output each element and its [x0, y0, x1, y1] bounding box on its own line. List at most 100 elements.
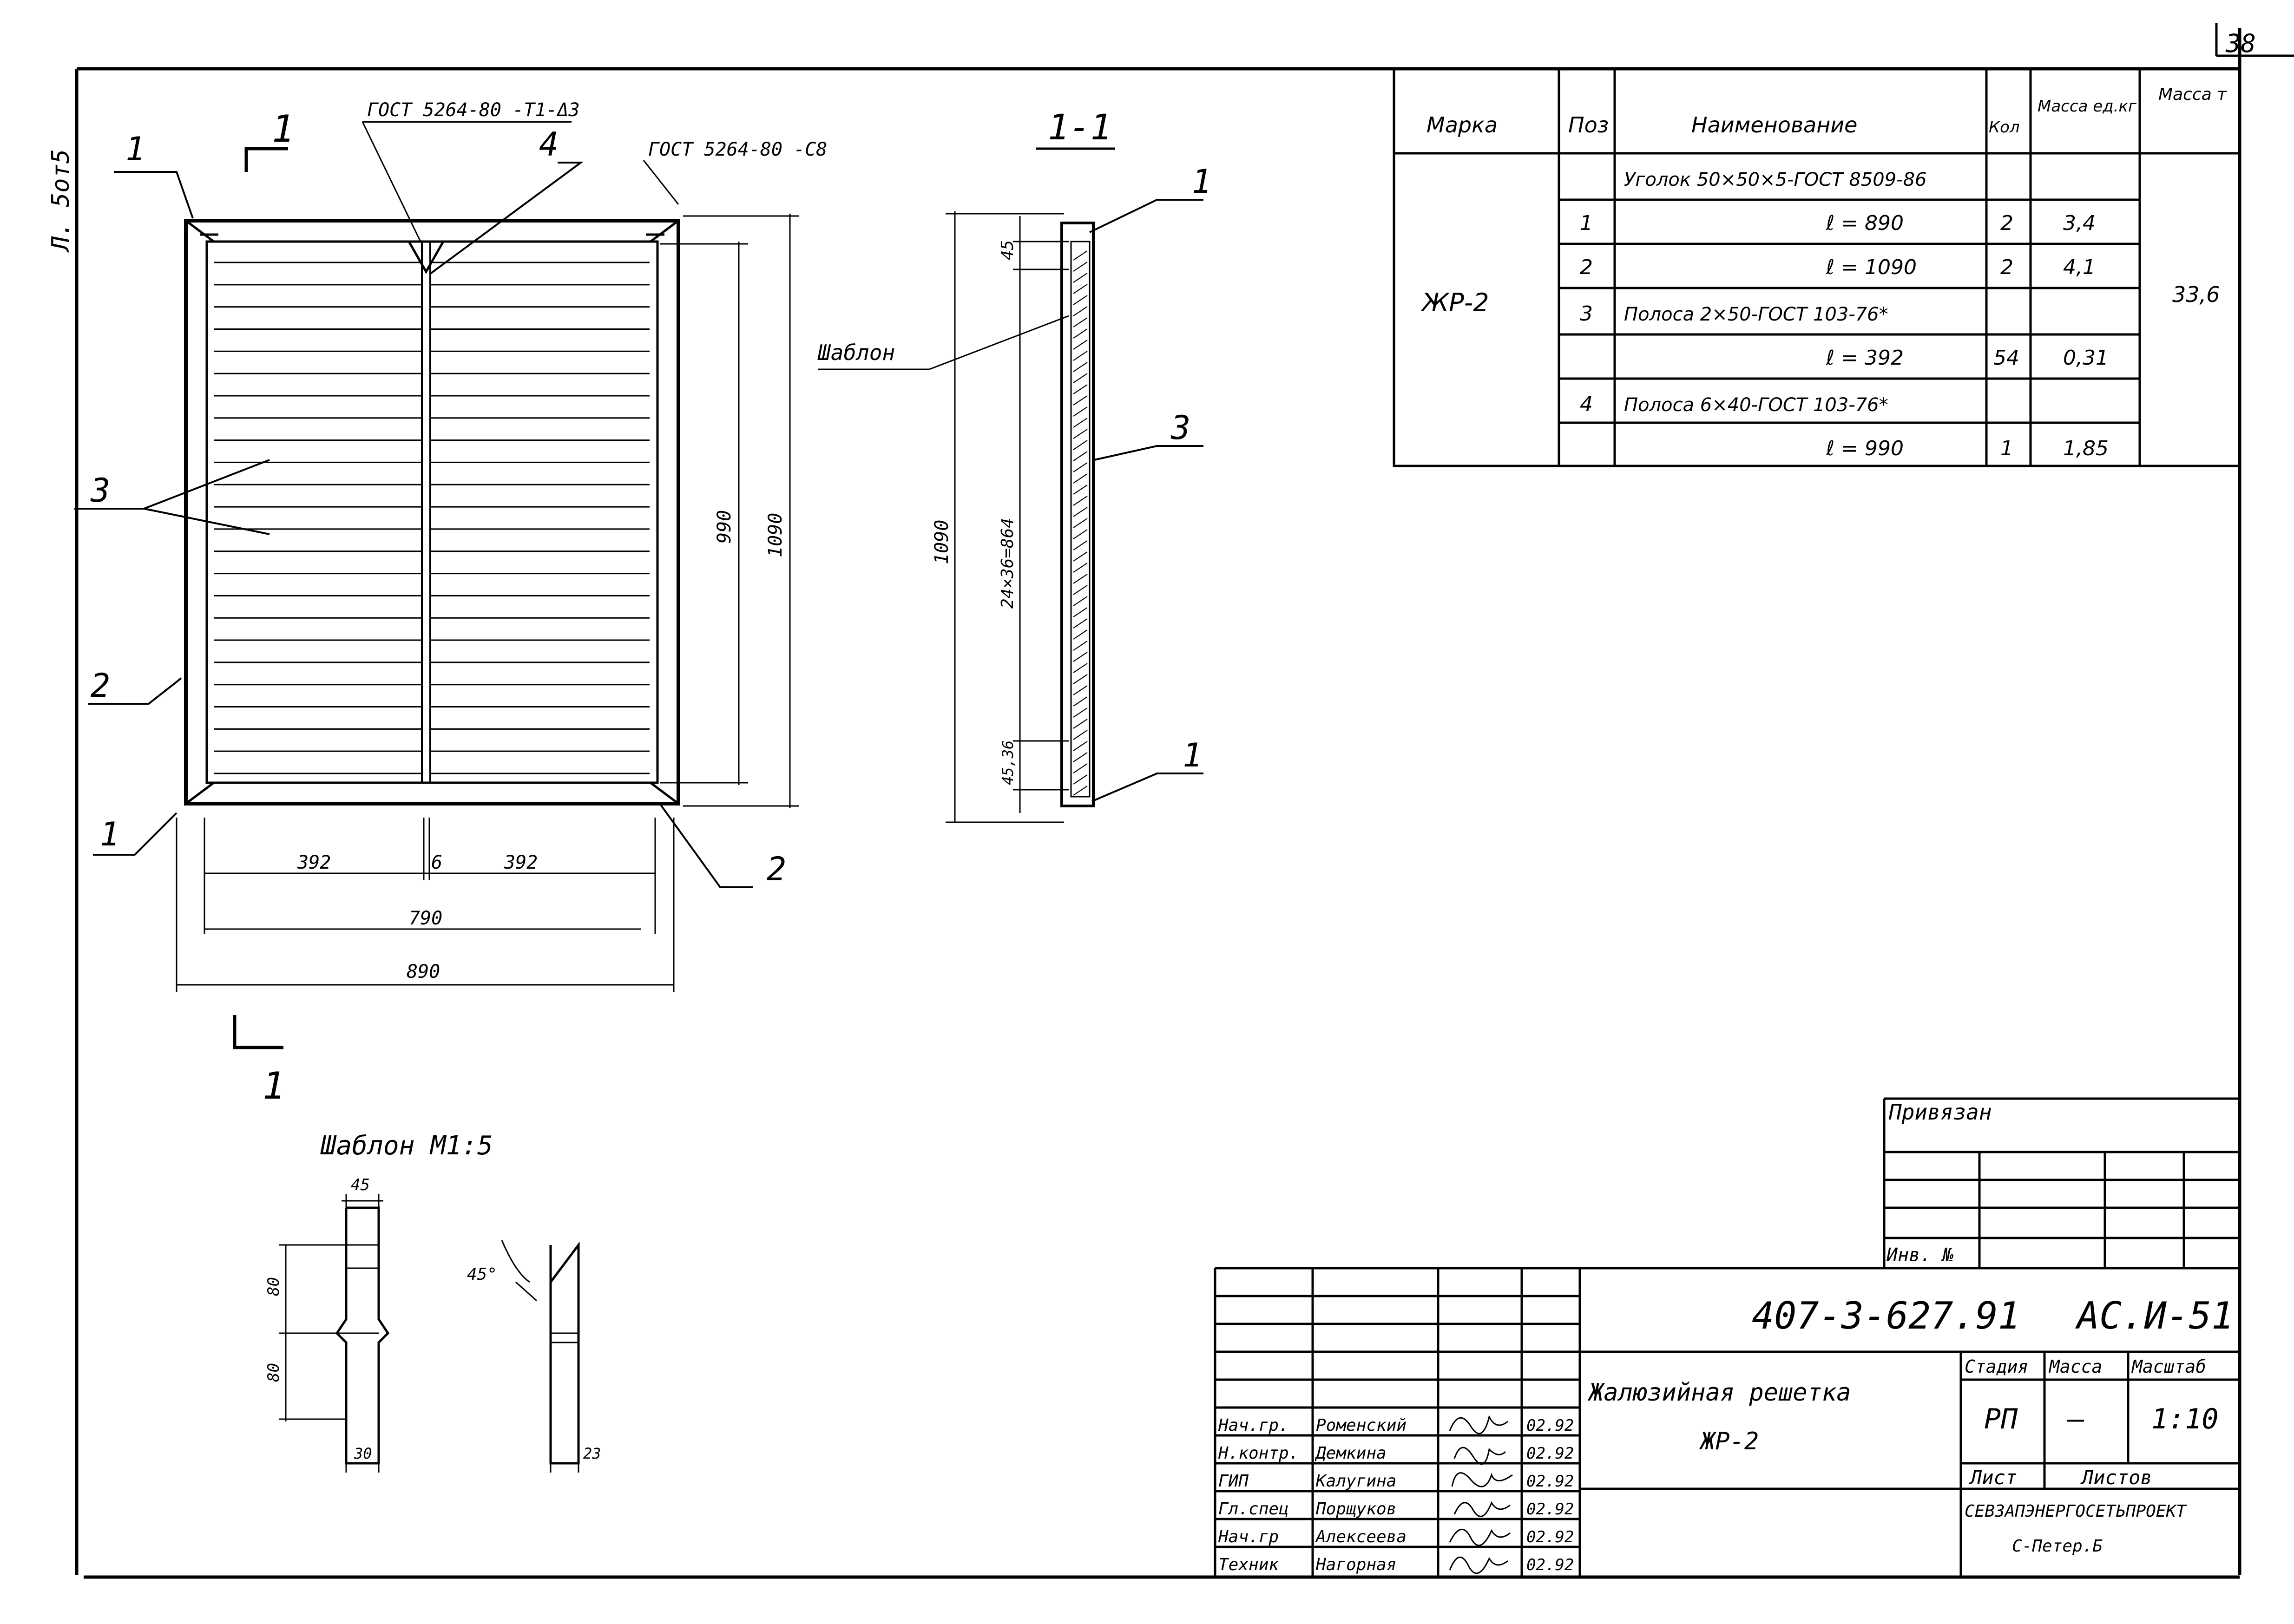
- spec-mark: ЖР-2: [1420, 288, 1489, 317]
- spec-header-pos: Поз: [1568, 112, 1609, 138]
- signature-name: Калугина: [1315, 1472, 1396, 1491]
- section-template-label: Шаблон: [817, 340, 895, 365]
- spec-row-mass: 1,85: [2063, 437, 2109, 460]
- spec-row-pos: 4: [1580, 393, 1593, 416]
- spec-total-mass: 33,6: [2172, 282, 2220, 307]
- signature-date: 02.92: [1526, 1444, 1574, 1463]
- hatch-line: [1073, 462, 1088, 472]
- weld-note-corner: ГОСТ 5264-80 -С8: [648, 139, 827, 160]
- section-hatch: [1073, 250, 1088, 796]
- hatch-line: [1073, 663, 1088, 673]
- spec-row-mass: 4,1: [2063, 255, 2096, 279]
- section-view: 1-1 1090 45 24×36=864 45,36 Шаблон: [817, 106, 1211, 823]
- hatch-line: [1073, 295, 1088, 305]
- hatch-line: [1073, 585, 1088, 595]
- template-top-width: 45: [351, 1176, 370, 1194]
- spec-row-mass: 0,31: [2063, 346, 2109, 370]
- inventory-label: Инв. №: [1886, 1244, 1954, 1266]
- hatch-line: [1073, 551, 1088, 562]
- template-lower-height: 80: [264, 1363, 283, 1382]
- signature-row: Нач.гр Алексеева 02.92: [1218, 1527, 1574, 1546]
- signature-role: Нач.гр.: [1218, 1416, 1289, 1435]
- callout-pos2-left: 2: [91, 667, 110, 705]
- title-block: 407-3-627.91 АС.И-51 Жалюзийная решетка …: [1214, 1267, 2240, 1577]
- spec-header-mass: Масса т: [2158, 85, 2227, 104]
- signature-date: 02.92: [1526, 1416, 1574, 1435]
- spec-header-qty: Кол: [1989, 118, 2020, 137]
- spec-table: Марка Поз Наименование Кол Масса ед.кг М…: [1393, 67, 2241, 467]
- section-title: 1-1: [1048, 106, 1111, 148]
- hatch-line: [1073, 306, 1088, 316]
- dim-gap: 6: [431, 852, 442, 873]
- hatch-line: [1073, 741, 1088, 751]
- hatch-line: [1073, 473, 1088, 484]
- hatch-line: [1073, 351, 1088, 361]
- spec-header-unit-mass: Масса ед.кг: [2038, 97, 2137, 116]
- hatch-line: [1073, 451, 1088, 461]
- sheet-code: АС.И-51: [2075, 1294, 2234, 1337]
- hatch-line: [1073, 418, 1088, 428]
- hatch-line: [1073, 284, 1088, 294]
- section-dim-bottom: 45,36: [999, 740, 1017, 785]
- dim-outer-width: 890: [407, 961, 440, 982]
- hatch-line: [1073, 719, 1088, 729]
- hatch-line: [1073, 774, 1088, 785]
- signature-role: Н.контр.: [1218, 1444, 1299, 1463]
- template-detail-title: Шаблон М1:5: [320, 1131, 493, 1161]
- binding-label: Привязан: [1888, 1100, 1992, 1125]
- hatch-line: [1073, 429, 1088, 439]
- callout-pos1-bottom: 1: [100, 815, 119, 853]
- signature-name: Порщуков: [1315, 1500, 1396, 1519]
- hatch-line: [1073, 362, 1088, 372]
- hatch-line: [1073, 518, 1088, 528]
- hatch-line: [1073, 730, 1088, 740]
- inner-angle-edge: [205, 240, 659, 784]
- stage-value: РП: [1984, 1403, 2018, 1435]
- stage-label: Стадия: [1965, 1356, 2028, 1377]
- hatch-line: [1073, 786, 1088, 796]
- hatch-line: [1073, 317, 1088, 327]
- sheet-label: Лист: [1969, 1466, 2017, 1489]
- outer-angle-frame: [184, 219, 680, 805]
- signature-scribble: [1449, 1414, 1508, 1434]
- hatch-line: [1073, 250, 1088, 261]
- hatch-line: [1073, 440, 1088, 450]
- spec-row-name: ℓ = 392: [1826, 346, 1904, 370]
- hatch-line: [1073, 652, 1088, 662]
- signature-date: 02.92: [1526, 1500, 1574, 1519]
- spec-row-qty: 54: [1993, 346, 2019, 370]
- hatch-line: [1073, 618, 1088, 629]
- template-upper-height: 80: [264, 1277, 283, 1296]
- section-dim-top: 45: [998, 240, 1017, 260]
- signature-row: Гл.спец Порщуков 02.92: [1218, 1500, 1574, 1519]
- signature-role: Техник: [1218, 1555, 1279, 1574]
- template-side-width: 23: [583, 1445, 601, 1462]
- hatch-line: [1073, 340, 1088, 350]
- dim-left-half: 392: [297, 852, 331, 873]
- signature-date: 02.92: [1526, 1528, 1574, 1546]
- spec-row-name: ℓ = 890: [1826, 211, 1904, 235]
- spec-row: ℓ = 990 1 1,85: [1826, 437, 2109, 460]
- spec-row-qty: 2: [2000, 255, 2013, 279]
- signature-scribble: [1453, 1501, 1511, 1517]
- hatch-line: [1073, 384, 1088, 394]
- hatch-line: [1073, 373, 1088, 383]
- spec-row-name: Уголок 50×50×5-ГОСТ 8509-86: [1624, 169, 1926, 190]
- center-strip: [421, 241, 431, 784]
- signature-date: 02.92: [1526, 1472, 1574, 1491]
- hatch-line: [1073, 574, 1088, 584]
- signature-role: Гл.спец: [1218, 1500, 1289, 1519]
- spec-row-mass: 3,4: [2063, 211, 2096, 235]
- spec-row-pos: 2: [1580, 255, 1593, 279]
- hatch-line: [1073, 629, 1088, 640]
- callout-pos4: 4: [539, 125, 559, 164]
- binding-block: Привязан Инв. №: [1883, 1097, 2240, 1268]
- drawing-mark: ЖР-2: [1699, 1428, 1759, 1455]
- section-cut-bottom: [233, 1015, 283, 1049]
- signature-scribble: [1451, 1472, 1513, 1487]
- hatch-line: [1073, 507, 1088, 517]
- signature-name: Алексеева: [1315, 1527, 1407, 1546]
- signature-role: ГИП: [1218, 1472, 1249, 1491]
- hatch-line: [1073, 563, 1088, 573]
